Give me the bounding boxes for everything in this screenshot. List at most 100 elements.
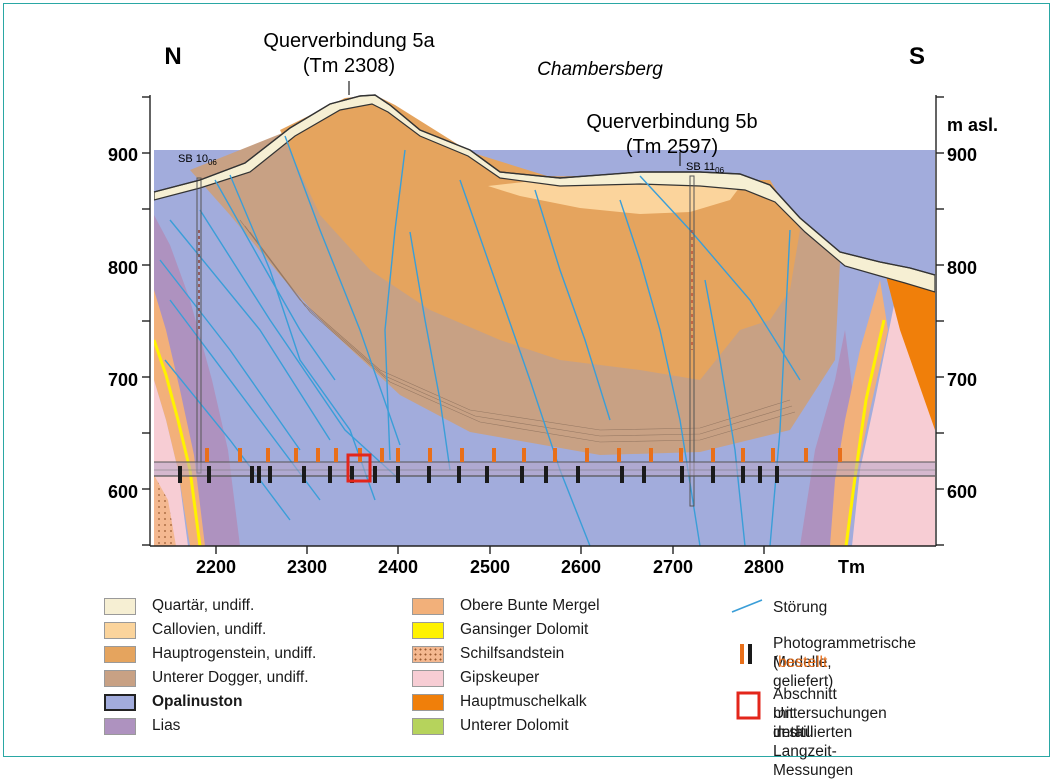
unit-tm: Tm <box>838 557 865 577</box>
surface-line <box>153 94 936 276</box>
legend-label: Opalinuston <box>152 693 243 710</box>
legend-photo-bestellt: bestellt <box>778 654 828 671</box>
markers-geliefert <box>178 466 779 483</box>
legend-col2-item-1: Gansinger Dolomit <box>412 621 588 639</box>
marker-geliefert <box>758 466 762 483</box>
legend-abschnitt-line3: in situ Langzeit-Messungen <box>773 724 854 779</box>
marker-bestellt <box>679 448 683 462</box>
elev-label-left-800: 800 <box>108 258 138 278</box>
qv5a-tm: (Tm 2308) <box>303 55 395 77</box>
marker-bestellt <box>649 448 653 462</box>
marker-geliefert <box>544 466 548 483</box>
marker-geliefert <box>350 466 354 483</box>
legend-col1-item-0: Quartär, undiff. <box>104 597 254 615</box>
figure-frame <box>3 3 1050 757</box>
marker-geliefert <box>250 466 254 483</box>
marker-bestellt <box>492 448 496 462</box>
marker-bestellt <box>266 448 270 462</box>
place-label: Chambersberg <box>537 59 663 80</box>
legend-col2-item-5: Unterer Dolomit <box>412 717 569 735</box>
legend-col1-item-4: Opalinuston <box>104 693 242 711</box>
qv5a-title: Querverbindung 5a <box>263 30 435 52</box>
legend-col2-item-4: Hauptmuschelkalk <box>412 693 587 711</box>
tm-label-2300: 2300 <box>287 557 327 577</box>
legend-label: Hauptmuschelkalk <box>460 693 587 710</box>
legend-swatch-opalinuston <box>104 693 136 711</box>
legend-swatch-unterer_dogger <box>104 669 136 687</box>
legend-swatch-quartaer <box>104 597 136 615</box>
marker-bestellt <box>396 448 400 462</box>
legend-label: Gipskeuper <box>460 669 540 686</box>
legend-label: Unterer Dolomit <box>460 717 569 734</box>
elev-label-right-900: 900 <box>947 145 977 165</box>
marker-bestellt <box>238 448 242 462</box>
bedding-lines <box>239 219 796 443</box>
marker-bestellt <box>205 448 209 462</box>
legend-col1-item-3: Unterer Dogger, undiff. <box>104 669 309 687</box>
marker-geliefert <box>257 466 261 483</box>
layer-hauptmuschelkalk <box>885 272 935 430</box>
legend-swatch-obere_bunte_mergel <box>412 597 444 615</box>
layer-gansinger-right <box>844 319 886 546</box>
marker-geliefert <box>178 466 182 483</box>
legend-swatch-unterer_dolomit <box>412 717 444 735</box>
legend-swatch-hauptmuschelkalk <box>412 693 444 711</box>
marker-bestellt <box>522 448 526 462</box>
photo-model-symbol <box>740 644 752 664</box>
axis-ticks <box>142 96 944 554</box>
legend-photo-line1: Photogrammetrische Modelle <box>773 635 917 671</box>
legend-stoerung: Störung <box>773 599 828 616</box>
marker-geliefert <box>396 466 400 483</box>
elev-label-left-900: 900 <box>108 145 138 165</box>
tm-label-2500: 2500 <box>470 557 510 577</box>
marker-geliefert <box>268 466 272 483</box>
legend-swatch-lias <box>104 717 136 735</box>
qv5b-title: Querverbindung 5b <box>586 111 757 133</box>
tm-label-2400: 2400 <box>378 557 418 577</box>
qv5b-tm: (Tm 2597) <box>626 136 718 158</box>
marker-geliefert <box>373 466 377 483</box>
marker-geliefert <box>576 466 580 483</box>
sb11-label: SB 1106 <box>686 161 725 175</box>
unit-m-asl: m asl. <box>947 115 998 135</box>
legend-label: Quartär, undiff. <box>152 597 255 614</box>
legend-swatch-hauptrogenstein <box>104 645 136 663</box>
marker-geliefert <box>302 466 306 483</box>
legend-col2-item-2: Schilfsandstein <box>412 645 564 663</box>
tm-label-2200: 2200 <box>196 557 236 577</box>
marker-geliefert <box>485 466 489 483</box>
marker-bestellt <box>804 448 808 462</box>
legend-abschnitt-line1: Abschnitt mit detaillierten <box>773 686 853 741</box>
marker-geliefert <box>741 466 745 483</box>
legend-photo-open: ( <box>773 654 779 671</box>
legend-col1-item-2: Hauptrogenstein, undiff. <box>104 645 316 663</box>
marker-bestellt <box>771 448 775 462</box>
marker-bestellt <box>294 448 298 462</box>
marker-geliefert <box>711 466 715 483</box>
legend-col1-item-5: Lias <box>104 717 180 735</box>
legend-col2-item-3: Gipskeuper <box>412 669 539 687</box>
marker-bestellt <box>334 448 338 462</box>
layer-gansinger-left <box>154 339 202 546</box>
marker-geliefert <box>775 466 779 483</box>
legend-label: Hauptrogenstein, undiff. <box>152 645 317 662</box>
layer-lias-right <box>800 330 855 546</box>
marker-geliefert <box>328 466 332 483</box>
marker-bestellt <box>316 448 320 462</box>
elev-label-left-600: 600 <box>108 482 138 502</box>
marker-bestellt <box>617 448 621 462</box>
layer-obm-right <box>830 280 888 546</box>
north-label: N <box>164 43 181 70</box>
marker-bestellt <box>585 448 589 462</box>
marker-geliefert <box>642 466 646 483</box>
elev-label-right-600: 600 <box>947 482 977 502</box>
legend-abschnitt-line2: Untersuchungen und <box>773 705 887 741</box>
tm-label-2700: 2700 <box>653 557 693 577</box>
marker-bestellt <box>380 448 384 462</box>
legend-label: Lias <box>152 717 181 734</box>
fault-lines <box>159 135 801 546</box>
sb10-label: SB 1006 <box>178 153 217 167</box>
geological-cross-section: N S Chambersberg Querverbindung 5a (Tm 2… <box>108 30 998 577</box>
tm-label-2800: 2800 <box>744 557 784 577</box>
legend-col1-item-1: Callovien, undiff. <box>104 621 266 639</box>
